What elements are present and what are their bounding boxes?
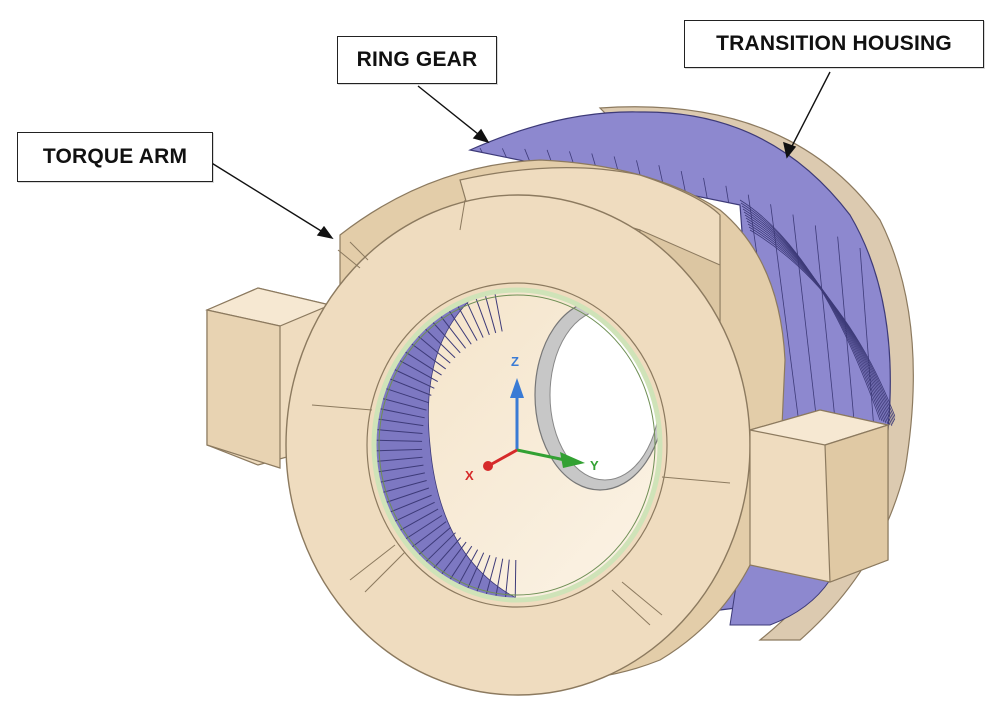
axis-z-label: Z — [511, 354, 519, 369]
torque-arm-callout: TORQUE ARM — [17, 132, 213, 182]
torque-arm-right — [749, 409, 891, 583]
transition-housing-arrowhead — [783, 141, 797, 159]
ring-gear-arrowhead — [472, 128, 490, 144]
axis-x-label: X — [465, 468, 474, 483]
ring-gear-callout: RING GEAR — [337, 36, 497, 84]
axis-y-label: Y — [590, 458, 599, 473]
leader-arrows — [209, 71, 831, 240]
bearing-rim — [371, 287, 663, 603]
torque-arm-label: TORQUE ARM — [42, 145, 188, 168]
torque-arm-arrowhead — [316, 225, 334, 240]
ring-gear-leader — [417, 85, 484, 139]
transition-housing-label: TRANSITION HOUSING — [716, 32, 952, 55]
torque-arm-leader — [209, 161, 327, 235]
coordinate-triad: Z Y X — [465, 354, 599, 483]
transition-housing-leader — [789, 71, 831, 151]
ring-gear-bore — [371, 287, 663, 603]
ring-gear-label: RING GEAR — [356, 48, 478, 71]
transition-housing-callout: TRANSITION HOUSING — [684, 20, 984, 68]
